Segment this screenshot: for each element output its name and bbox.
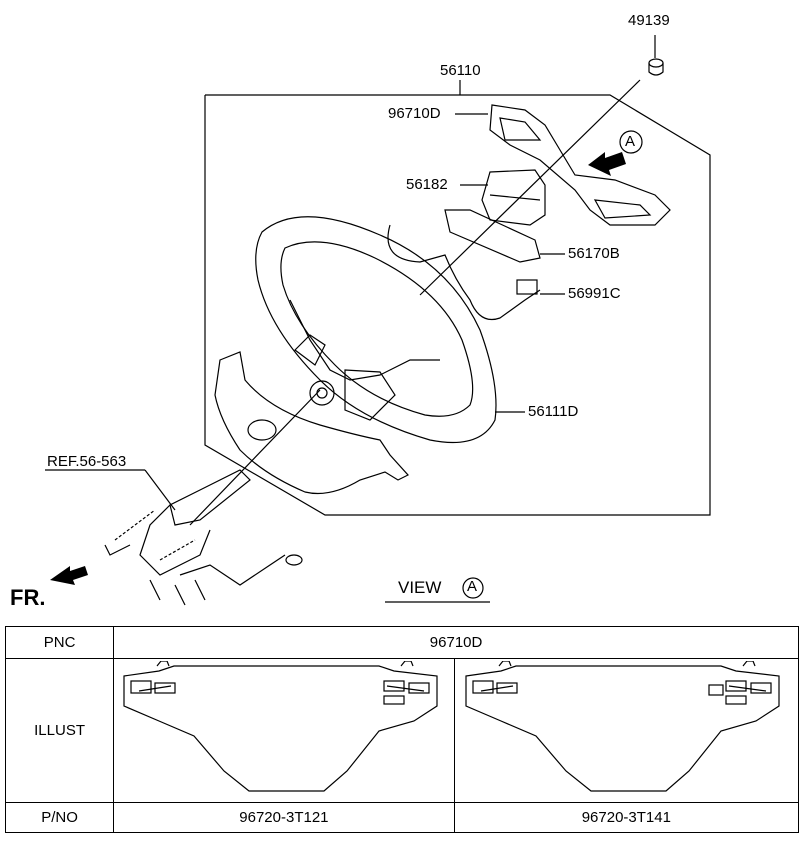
view-a-label: VIEW — [398, 578, 442, 597]
arrow-a-marker: A — [625, 133, 636, 150]
illust-cell-2 — [453, 658, 800, 803]
callout-56182: 56182 — [406, 176, 448, 193]
fr-label: FR. — [10, 585, 46, 610]
pno-value-1: 96720-3T121 — [113, 802, 455, 833]
table-row: P/NO 96720-3T121 96720-3T141 — [4, 802, 800, 833]
callout-96710D: 96710D — [388, 105, 441, 122]
table-row: ILLUST — [4, 658, 800, 803]
switch-bezel-icon — [465, 660, 780, 792]
parts-table: PNC 96710D ILLUST — [4, 626, 800, 833]
switch-bezel-icon — [123, 660, 438, 792]
arrow-a-icon — [588, 130, 643, 176]
illust-label: ILLUST — [4, 658, 115, 803]
pno-value-2: 96720-3T141 — [453, 802, 800, 833]
table-row: PNC 96710D — [4, 626, 799, 659]
callout-56110: 56110 — [440, 62, 481, 79]
callout-56170B: 56170B — [568, 245, 620, 262]
callout-56111D: 56111D — [528, 403, 579, 420]
fr-arrow-icon — [50, 566, 88, 585]
view-a-marker: A — [467, 578, 478, 595]
pnc-label: PNC — [4, 626, 115, 659]
steering-wheel-exploded-diagram — [45, 35, 711, 606]
illust-cell-1 — [113, 658, 455, 803]
callout-49139: 49139 — [628, 12, 670, 29]
pno-label: P/NO — [4, 802, 115, 833]
pnc-value: 96710D — [113, 626, 799, 659]
callout-56991C: 56991C — [568, 285, 621, 302]
ref-label: REF.56-563 — [47, 453, 127, 470]
